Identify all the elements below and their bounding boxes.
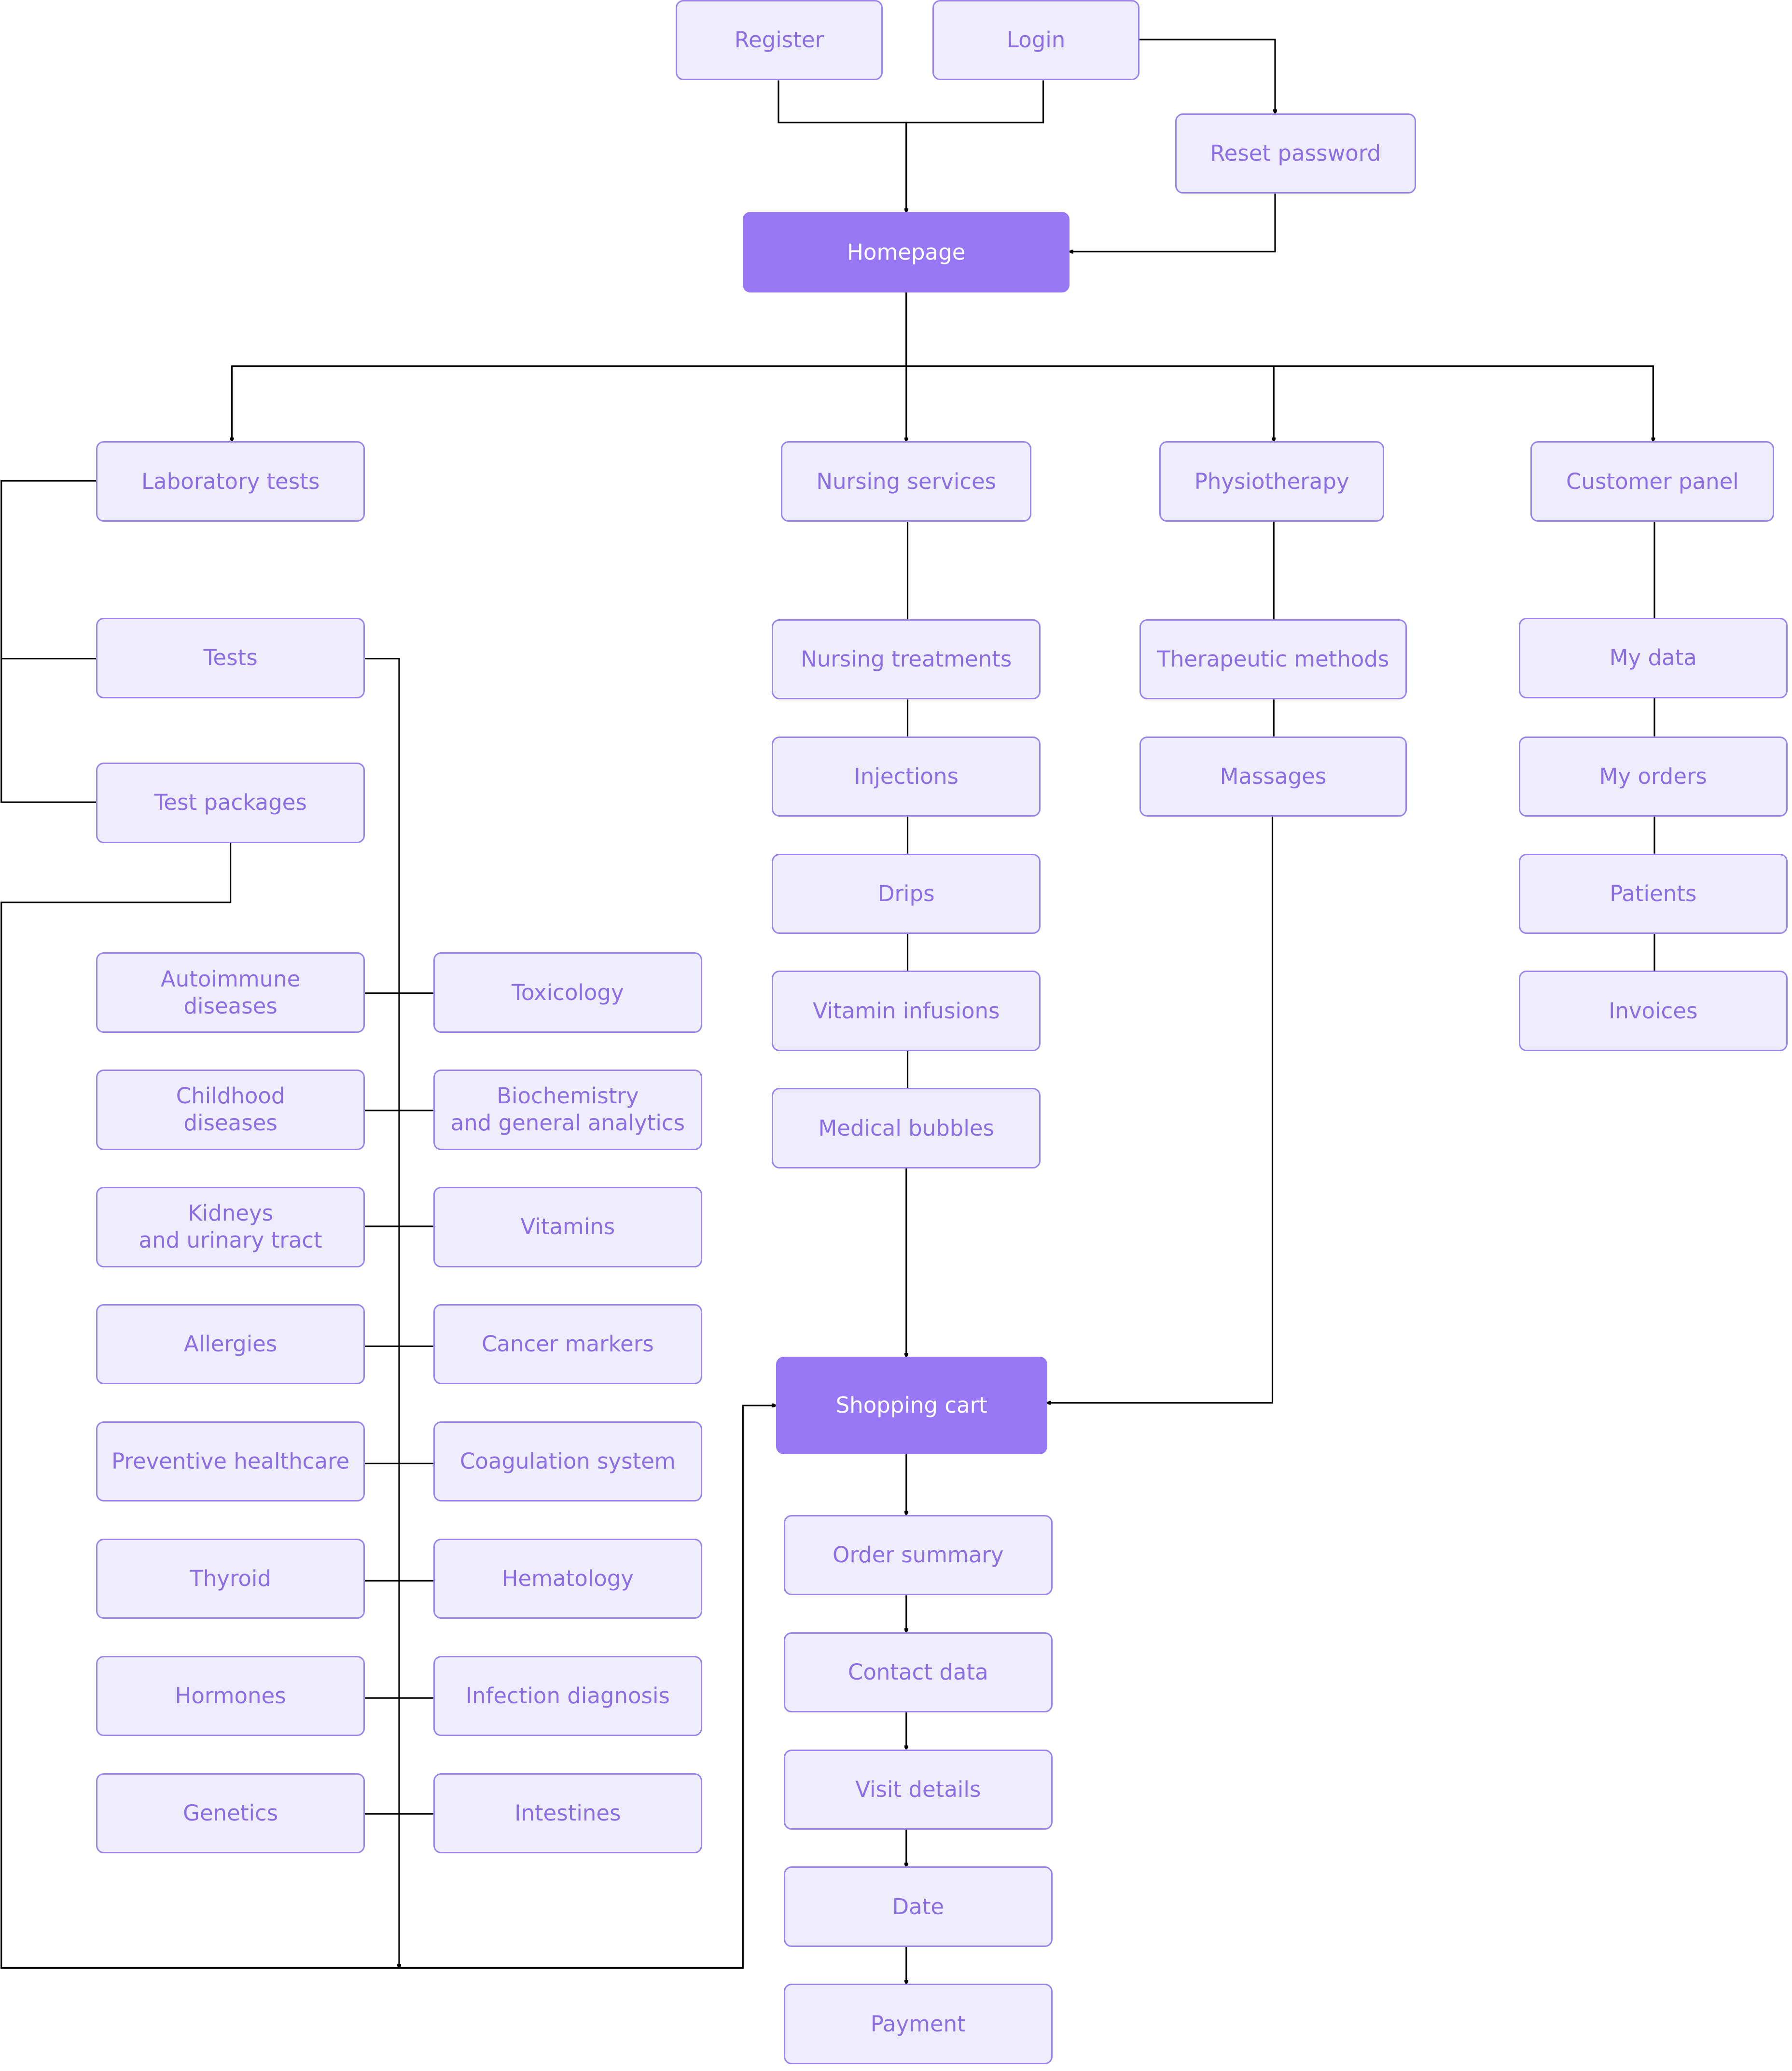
node-thyroid: Thyroid: [96, 1538, 365, 1619]
node-reset-password: Reset password: [1175, 113, 1416, 194]
node-laboratory-tests: Laboratory tests: [96, 441, 365, 522]
connector-homepage-to-customer-panel: [1274, 365, 1653, 442]
connector-massages-to-shopping-cart: [1047, 817, 1274, 1403]
node-vitamins: Vitamins: [433, 1187, 702, 1267]
node-coagulation-system: Coagulation system: [433, 1421, 702, 1502]
node-nursing-treatments: Nursing treatments: [772, 619, 1041, 700]
node-date: Date: [783, 1866, 1053, 1947]
node-payment: Payment: [783, 1984, 1053, 2064]
node-patients: Patients: [1518, 853, 1788, 934]
node-tests: Tests: [96, 618, 365, 698]
connector-tests-to-shopping-cart: [365, 658, 399, 1968]
node-drips: Drips: [772, 853, 1041, 934]
connector-homepage-to-laboratory-tests: [232, 292, 907, 442]
node-my-orders: My orders: [1518, 736, 1788, 817]
connector-laboratory-tests-to-test-packages: [0, 658, 97, 803]
node-login: Login: [932, 0, 1139, 81]
connector-register-to-homepage: [778, 80, 906, 212]
node-infection-diagnosis: Infection diagnosis: [433, 1655, 702, 1737]
node-preventive-healthcare: Preventive healthcare: [96, 1421, 365, 1502]
node-childhood-diseases: Childhood diseases: [96, 1070, 365, 1150]
node-medical-bubbles: Medical bubbles: [772, 1088, 1041, 1168]
node-autoimmune-diseases: Autoimmune diseases: [96, 952, 365, 1033]
node-customer-panel: Customer panel: [1530, 441, 1775, 522]
node-intestines: Intestines: [433, 1773, 702, 1854]
node-massages: Massages: [1139, 736, 1407, 817]
node-genetics: Genetics: [96, 1773, 365, 1854]
node-therapeutic-methods: Therapeutic methods: [1139, 619, 1407, 700]
node-order-summary: Order summary: [783, 1515, 1053, 1596]
connector-login-to-reset-password: [1139, 39, 1275, 113]
node-my-data: My data: [1518, 618, 1788, 698]
node-kidneys: Kidneys and urinary tract: [96, 1187, 365, 1267]
node-homepage: Homepage: [743, 212, 1070, 292]
node-register: Register: [676, 0, 883, 81]
node-allergies: Allergies: [96, 1304, 365, 1385]
node-test-packages: Test packages: [96, 763, 365, 843]
node-visit-details: Visit details: [783, 1749, 1053, 1830]
node-biochemistry: Biochemistry and general analytics: [433, 1070, 702, 1150]
connector-login-to-homepage: [906, 80, 1044, 212]
connector-reset-password-to-homepage: [1070, 194, 1276, 251]
node-contact-data: Contact data: [783, 1632, 1053, 1713]
node-injections: Injections: [772, 736, 1041, 817]
connector-homepage-to-physiotherapy: [906, 365, 1274, 442]
node-nursing-services: Nursing services: [781, 441, 1032, 522]
node-shopping-cart: Shopping cart: [776, 1357, 1047, 1455]
node-toxicology: Toxicology: [433, 952, 702, 1033]
node-cancer-markers: Cancer markers: [433, 1304, 702, 1385]
node-vitamin-infusions: Vitamin infusions: [772, 971, 1041, 1051]
connector-laboratory-tests-to-tests: [0, 480, 97, 660]
node-invoices: Invoices: [1518, 971, 1788, 1051]
connector-test-packages-to-shopping-cart: [0, 843, 776, 1969]
node-hematology: Hematology: [433, 1538, 702, 1619]
node-physiotherapy: Physiotherapy: [1159, 441, 1385, 522]
node-hormones: Hormones: [96, 1655, 365, 1737]
